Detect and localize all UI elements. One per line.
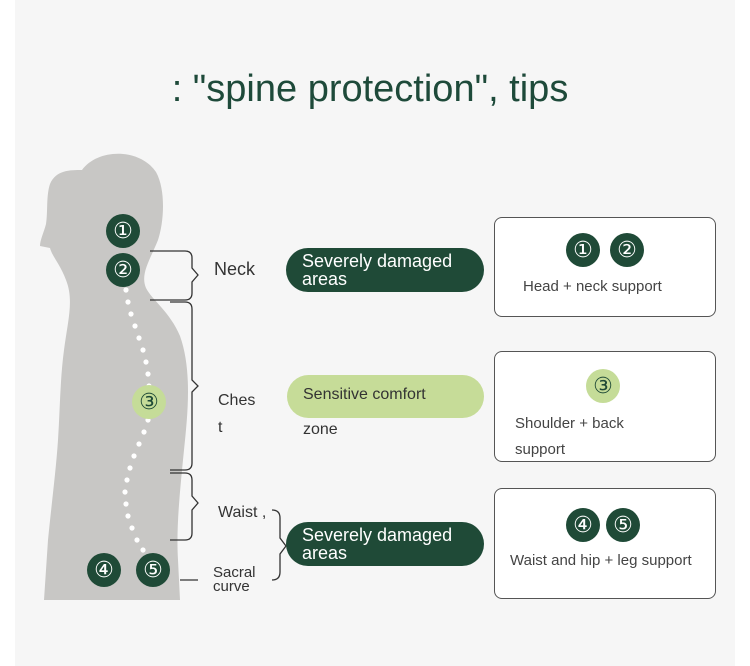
marker-2: ② [106, 253, 140, 287]
region-label-waist: Waist , [218, 504, 267, 521]
support-marker-5: ⑤ [606, 508, 640, 542]
support-marker-3: ③ [586, 369, 620, 403]
support-marker-4: ④ [566, 508, 600, 542]
support-box-waist-hip-leg [494, 488, 716, 599]
support-box-head-neck [494, 217, 716, 317]
support-marker-1: ① [566, 233, 600, 267]
page-title: : "spine protection", tips [171, 68, 569, 110]
support-text-head-neck: Head + neck support [523, 278, 662, 295]
zone-pill-severe-upper: Severely damaged areas [286, 248, 484, 292]
region-label-sacral: Sacral curve [213, 564, 256, 595]
zone-pill-severe-lower: Severely damaged areas [286, 522, 484, 566]
region-label-chest: Ches t [218, 392, 256, 436]
support-text-shoulder-back: Shoulder + back support [515, 415, 624, 458]
marker-3: ③ [132, 385, 166, 419]
marker-1: ① [106, 214, 140, 248]
marker-4: ④ [87, 553, 121, 587]
zone-label-sensitive-cont: zone [303, 421, 338, 438]
zone-pill-sensitive: Sensitive comfort [287, 375, 484, 418]
body-silhouette [40, 153, 188, 600]
marker-5: ⑤ [136, 553, 170, 587]
support-marker-2: ② [610, 233, 644, 267]
region-label-neck: Neck [214, 259, 256, 279]
support-text-waist-hip-leg: Waist and hip + leg support [510, 552, 692, 569]
